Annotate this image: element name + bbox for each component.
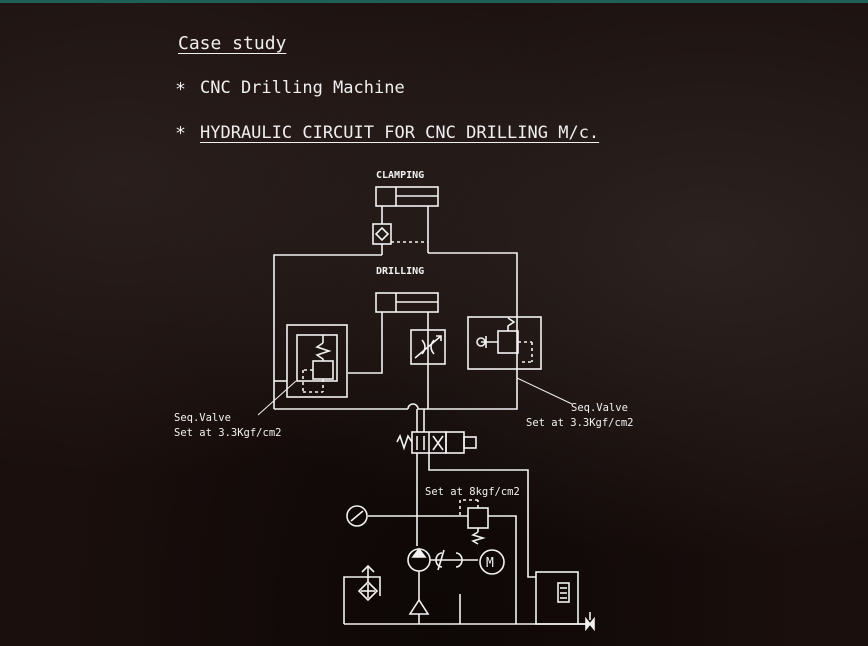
bullet-item-1: CNC Drilling Machine bbox=[200, 78, 405, 98]
pressure-gauge bbox=[346, 505, 368, 527]
bullet-item-2: HYDRAULIC CIRCUIT FOR CNC DRILLING M/c. bbox=[200, 123, 600, 143]
drain-valve bbox=[578, 612, 595, 632]
line-crossover bbox=[407, 403, 419, 410]
seq-valve-left bbox=[286, 324, 348, 398]
seq-valve-right-leader bbox=[516, 377, 573, 405]
seq-valve-left-leader bbox=[257, 380, 297, 416]
right-supply-line bbox=[428, 252, 518, 384]
electric-motor: M bbox=[479, 549, 505, 575]
slide-heading: Case study bbox=[178, 33, 287, 54]
level-indicator bbox=[535, 571, 579, 625]
seq-valve-left-title: Seq.Valve bbox=[174, 412, 231, 424]
return-line-right bbox=[418, 384, 518, 410]
suction-strainer bbox=[408, 598, 430, 615]
relief-valve bbox=[459, 499, 489, 545]
hydraulic-pump bbox=[407, 547, 431, 572]
clamping-cylinder bbox=[375, 186, 439, 207]
seq-valve-left-setting: Set at 3.3Kgf/cm2 bbox=[174, 427, 281, 439]
motor-label: M bbox=[486, 556, 494, 571]
seq-valve-right bbox=[467, 316, 542, 370]
left-supply-line bbox=[273, 254, 382, 409]
relief-valve-setting: Set at 8kgf/cm2 bbox=[425, 486, 520, 498]
drill-line-left bbox=[348, 312, 383, 374]
directional-control-valve bbox=[396, 431, 477, 454]
clamping-label: CLAMPING bbox=[376, 170, 424, 181]
pump-motor-coupling bbox=[430, 549, 478, 571]
tank-return-line bbox=[428, 453, 536, 578]
top-accent-bar bbox=[0, 0, 868, 3]
drilling-cylinder bbox=[375, 292, 439, 313]
flow-control-valve bbox=[410, 329, 446, 365]
drilling-label: DRILLING bbox=[376, 266, 424, 277]
seq-valve-right-setting: Set at 3.3Kgf/cm2 bbox=[526, 417, 633, 429]
bullet-marker-1: * bbox=[176, 79, 185, 100]
bullet-marker-2: * bbox=[176, 123, 185, 144]
clamping-check-valve bbox=[372, 223, 392, 245]
relief-drain-line bbox=[488, 515, 517, 624]
seq-valve-right-title: Seq.Valve bbox=[571, 402, 628, 414]
filter-cooler bbox=[343, 564, 381, 624]
